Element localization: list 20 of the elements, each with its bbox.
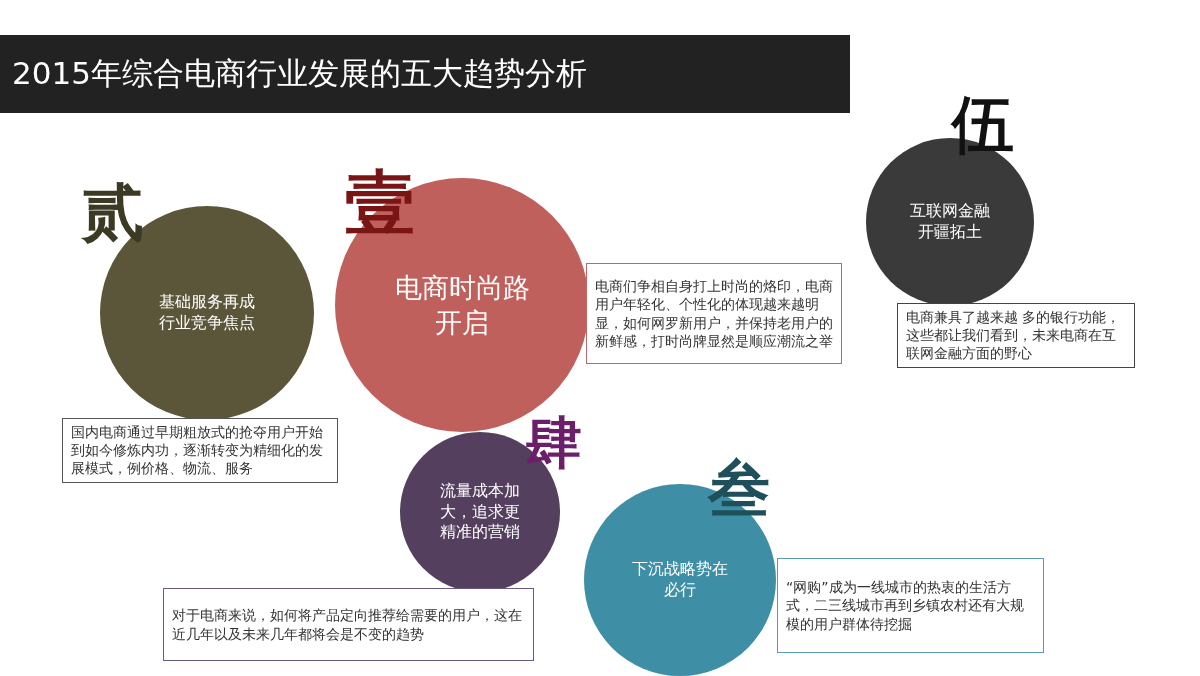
trend-heading: 流量成本加大，追求更精准的营销 [439, 480, 521, 544]
title: 2015年综合电商行业发展的五大趋势分析 [12, 54, 587, 93]
numeral-label: 贰 [82, 182, 144, 244]
description-text: 电商兼具了越来越 多的银行功能，这些都让我们看到，未来电商在互联网金融方面的野心 [906, 308, 1122, 363]
description-box [777, 558, 1044, 653]
trend-heading: 电商时尚路开启 [393, 270, 531, 340]
numeral-label: 伍 [952, 94, 1014, 156]
description-text: 电商们争相自身打上时尚的烙印，电商用户年轻化、个性化的体现越来越明显，如何网罗新用户，并保持老用户的新鲜感，打时尚牌显然是顺应潮流之举 [595, 277, 833, 350]
description-text: 对于电商来说，如何将产品定向推荐给需要的用户，这在近几年以及未来几年都将会是不变的趋势 [172, 606, 523, 643]
numeral-label: 叁 [708, 458, 770, 520]
description-box [62, 418, 338, 483]
description-box [586, 263, 842, 364]
trend-heading: 下沉战略势在必行 [631, 559, 729, 601]
description-text: “网购”成为一线城市的热衷的生活方式，二三线城市再到乡镇农村还有大规模的用户群体待挖掘 [786, 578, 1025, 633]
trend-heading: 基础服务再成行业竞争焦点 [158, 292, 256, 334]
description-box [163, 588, 534, 661]
trend-heading: 互联网金融开疆拓土 [909, 201, 991, 243]
numeral-label: 肆 [526, 414, 582, 470]
description-box [897, 303, 1135, 368]
description-text: 国内电商通过早期粗放式的抢夺用户开始到如今修炼内功，逐渐转变为精细化的发展模式，例价格、物流、服务 [71, 423, 324, 478]
